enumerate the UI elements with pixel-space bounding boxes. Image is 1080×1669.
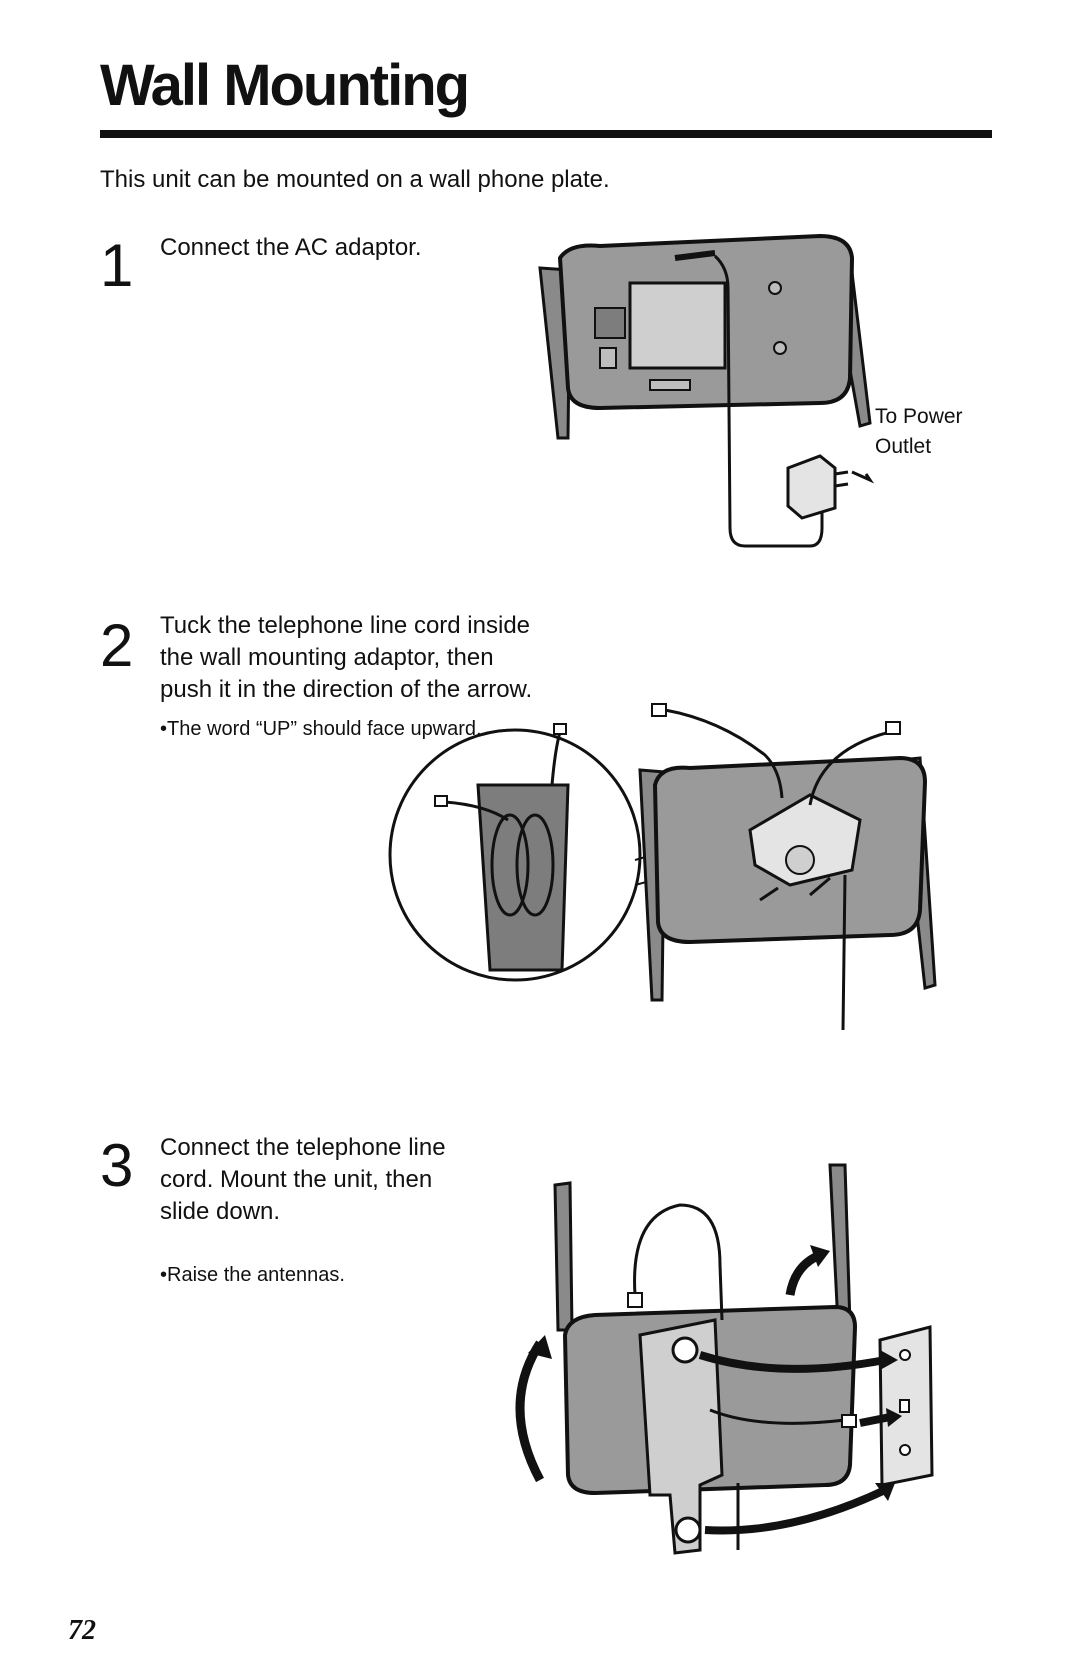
step-3-line-2: cord. Mount the unit, then	[160, 1166, 433, 1193]
step-2-line-1: Tuck the telephone line cord inside	[160, 612, 531, 639]
step-3-number: 3	[100, 1132, 134, 1199]
step-2-line-2: the wall mounting adaptor, then	[160, 644, 494, 671]
wall-adaptor-cord-illustration	[388, 703, 937, 1031]
step-1-text: Connect the AC adaptor.	[160, 234, 422, 261]
step-2-line-3: push it in the direction of the arrow.	[160, 676, 533, 703]
power-outlet-label-line-1: To Power	[875, 405, 963, 428]
step-3-line-3: slide down.	[160, 1198, 281, 1225]
intro-text: This unit can be mounted on a wall phone…	[100, 166, 610, 193]
wall-plate-mounting-illustration	[515, 1163, 934, 1555]
base-unit-ac-adaptor-illustration	[538, 233, 875, 548]
step-2-note: •The word “UP” should face upward.	[160, 718, 482, 740]
title-rule	[100, 130, 992, 138]
step-2-number: 2	[100, 612, 134, 679]
step-1-number: 1	[100, 232, 134, 299]
step-3-line-1: Connect the telephone line	[160, 1134, 446, 1161]
page-title: Wall Mounting	[100, 53, 470, 118]
step-3-note: •Raise the antennas.	[160, 1264, 345, 1286]
power-outlet-label-line-2: Outlet	[875, 435, 932, 458]
page-number: 72	[68, 1615, 96, 1646]
